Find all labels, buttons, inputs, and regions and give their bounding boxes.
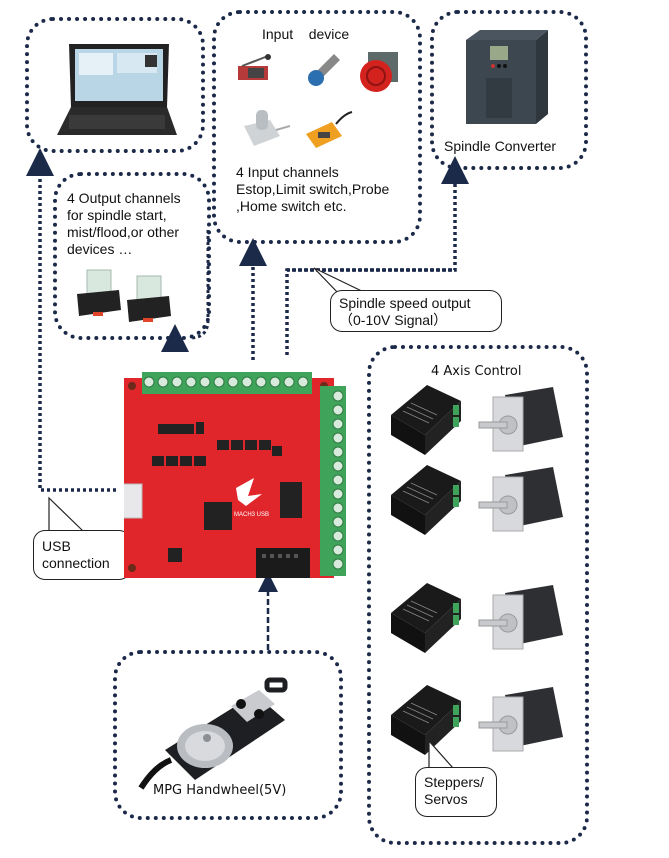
input-caption-line-2: Estop,Limit switch,Probe: [236, 181, 390, 197]
outputs-caption-line-3: mist/flood,or other: [67, 224, 180, 240]
stepper-motor-icon: [478, 585, 563, 650]
outputs-caption-line-4: devices …: [67, 241, 133, 257]
proximity-sensor-icon: [308, 54, 340, 86]
axis-row: [387, 379, 577, 463]
axis-control-box: 4 Axis Control Steppers/ Servos: [367, 345, 589, 845]
stepper-driver-icon: [391, 465, 461, 535]
stepper-driver-icon: [391, 385, 461, 455]
breakout-board: MACH3 USB: [115, 372, 349, 584]
mpg-box: MPG Handwheel(5V): [113, 650, 343, 820]
stepper-motor-icon: [478, 387, 563, 452]
stepper-motor-icon: [478, 467, 563, 532]
relay-icon: [77, 269, 171, 322]
axis-row: [387, 577, 577, 661]
input-caption-line-1: 4 Input channels: [236, 164, 339, 180]
spindle-speed-line-1: Spindle speed output: [339, 295, 471, 311]
spindle-speed-line-2: （0-10V Signal）: [339, 312, 448, 328]
board-graphic: [115, 372, 346, 578]
outputs-caption-line-2: for spindle start,: [67, 207, 167, 223]
axis-control-title: 4 Axis Control: [431, 364, 522, 379]
callout-pointer: [48, 496, 84, 532]
outputs-caption-line-1: 4 Output channels: [67, 190, 181, 206]
spindle-converter-box: Spindle Converter: [430, 10, 588, 170]
estop-button-icon: [360, 52, 398, 92]
stepper-driver-icon: [391, 583, 461, 653]
spindle-converter-label: Spindle Converter: [444, 138, 557, 154]
spindle-speed-callout: Spindle speed output （0-10V Signal）: [313, 267, 502, 332]
computer-box: [25, 17, 205, 153]
callout-pointer: [428, 739, 454, 769]
laptop-icon: [57, 44, 177, 135]
usb-line-2: connection: [42, 555, 110, 571]
usb-line-1: USB: [42, 538, 71, 554]
steppers-callout: Steppers/ Servos: [415, 739, 497, 817]
input-caption-line-3: ,Home switch etc.: [236, 198, 347, 214]
mpg-handwheel-icon: [138, 677, 288, 790]
axis-row: [387, 679, 577, 763]
usb-callout: USB connection: [33, 496, 131, 580]
steppers-line-1: Steppers/: [424, 774, 484, 790]
inductive-sensor-icon: [306, 111, 353, 148]
stepper-driver-icon: [391, 685, 461, 755]
mpg-label: MPG Handwheel(5V): [153, 783, 287, 798]
stepper-motor-icon: [478, 687, 563, 752]
steppers-line-2: Servos: [424, 791, 468, 807]
outputs-box: 4 Output channels for spindle start, mis…: [53, 172, 211, 340]
vfd-inverter-icon: [466, 30, 548, 124]
input-devices-title: Input device: [262, 26, 350, 42]
input-devices-box: Input device 4 Input channels Estop,Limi…: [212, 10, 422, 244]
board-logo-text: MACH3 USB: [234, 512, 270, 518]
limit-switch-icon: [238, 54, 271, 80]
plunger-switch-icon: [244, 110, 290, 146]
axis-row: [387, 459, 577, 543]
callout-pointer: [313, 267, 371, 296]
